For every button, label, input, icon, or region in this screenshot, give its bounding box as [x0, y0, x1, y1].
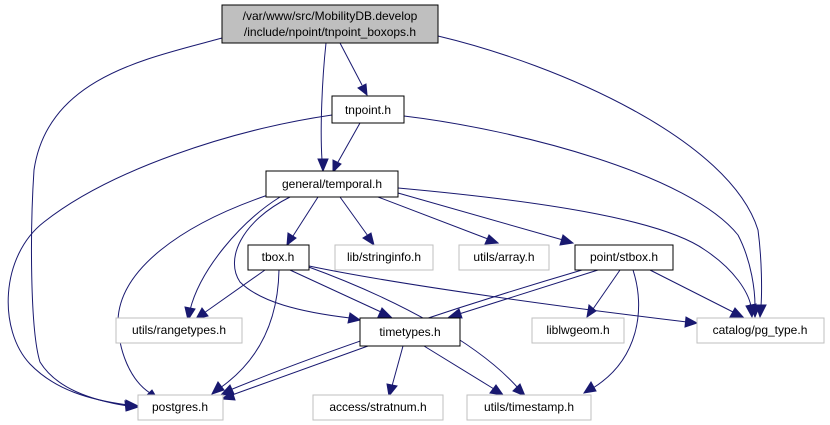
edge-tnpoint-postgres: [7, 114, 333, 411]
edge-timetypes-stratnum: [386, 345, 404, 398]
edge-temporal-stringinfo: [339, 196, 375, 247]
edge-stbox-liblwgeom: [586, 269, 621, 319]
node-tbox[interactable]: tbox.h: [247, 244, 310, 271]
node-tnpoint[interactable]: tnpoint.h: [331, 95, 405, 124]
node-root-label-line2: /include/npoint/tnpoint_boxops.h: [244, 25, 416, 39]
edge-temporal-tbox: [286, 196, 319, 247]
edge-root-postgres: [31, 37, 223, 412]
node-rangetypes-label: utils/rangetypes.h: [132, 323, 226, 337]
edge-temporal-postgres: [117, 194, 269, 401]
node-pg_type-label: catalog/pg_type.h: [713, 323, 808, 337]
node-stbox-label: point/stbox.h: [590, 250, 658, 264]
node-postgres: postgres.h: [137, 394, 224, 421]
edge-temporal-stbox: [397, 192, 575, 246]
edge-timetypes-timestamp: [423, 345, 505, 396]
edge-root-temporal: [317, 42, 329, 173]
edge-root-pg_type: [437, 35, 767, 319]
node-postgres-label: postgres.h: [152, 400, 208, 414]
edge-tbox-pg_type: [308, 265, 699, 328]
node-temporal-label: general/temporal.h: [282, 177, 382, 191]
node-timetypes-label: timetypes.h: [379, 325, 440, 339]
node-stratnum-label: access/stratnum.h: [329, 400, 426, 414]
edge-tbox-timetypes: [289, 269, 393, 318]
edge-temporal-timetypes: [233, 196, 362, 324]
edge-tnpoint-temporal: [332, 122, 361, 174]
node-tbox-label: tbox.h: [262, 250, 295, 264]
edge-tnpoint-pg_type: [403, 115, 761, 319]
node-tnpoint-label: tnpoint.h: [345, 103, 391, 117]
node-stringinfo-label: lib/stringinfo.h: [347, 250, 421, 264]
edge-tbox-rangetypes: [195, 269, 266, 320]
edge-timetypes-postgres: [220, 345, 369, 401]
node-stringinfo: lib/stringinfo.h: [334, 244, 434, 271]
node-temporal[interactable]: general/temporal.h: [265, 170, 399, 198]
node-liblwgeom: liblwgeom.h: [531, 317, 625, 344]
edge-temporal-array: [377, 196, 500, 245]
node-timestamp: utils/timestamp.h: [466, 394, 592, 421]
edge-stbox-pg_type: [649, 269, 745, 318]
node-pg_type: catalog/pg_type.h: [696, 317, 825, 344]
edge-temporal-rangetypes: [184, 196, 281, 322]
edge-temporal-pg_type: [397, 187, 757, 319]
node-root-label-line1: /var/www/src/MobilityDB.develop: [243, 9, 418, 23]
node-timetypes[interactable]: timetypes.h: [359, 317, 461, 347]
node-stbox[interactable]: point/stbox.h: [574, 244, 674, 271]
node-root: /var/www/src/MobilityDB.develop /include…: [221, 4, 439, 44]
edge-stbox-timestamp: [582, 269, 640, 394]
node-array-label: utils/array.h: [473, 250, 534, 264]
edge-root-tnpoint: [339, 42, 368, 97]
node-timestamp-label: utils/timestamp.h: [484, 400, 574, 414]
node-array: utils/array.h: [458, 244, 550, 271]
node-rangetypes: utils/rangetypes.h: [115, 317, 243, 344]
node-stratnum: access/stratnum.h: [312, 394, 444, 421]
edge-tbox-postgres: [211, 269, 280, 395]
edge-stbox-timetypes: [447, 269, 599, 319]
node-liblwgeom-label: liblwgeom.h: [546, 323, 609, 337]
